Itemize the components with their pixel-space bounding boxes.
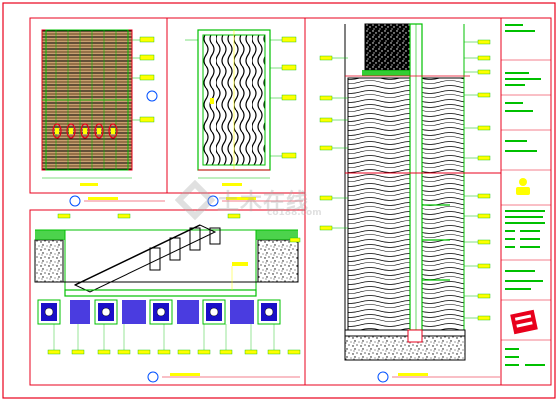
- tall-elevation: [319, 23, 501, 383]
- person-icon: [516, 178, 530, 195]
- louver-elevation: [41, 29, 165, 207]
- stamp: [510, 309, 538, 335]
- title-block: [500, 17, 552, 386]
- section-detail: [34, 213, 301, 383]
- door-elevation: [185, 29, 303, 207]
